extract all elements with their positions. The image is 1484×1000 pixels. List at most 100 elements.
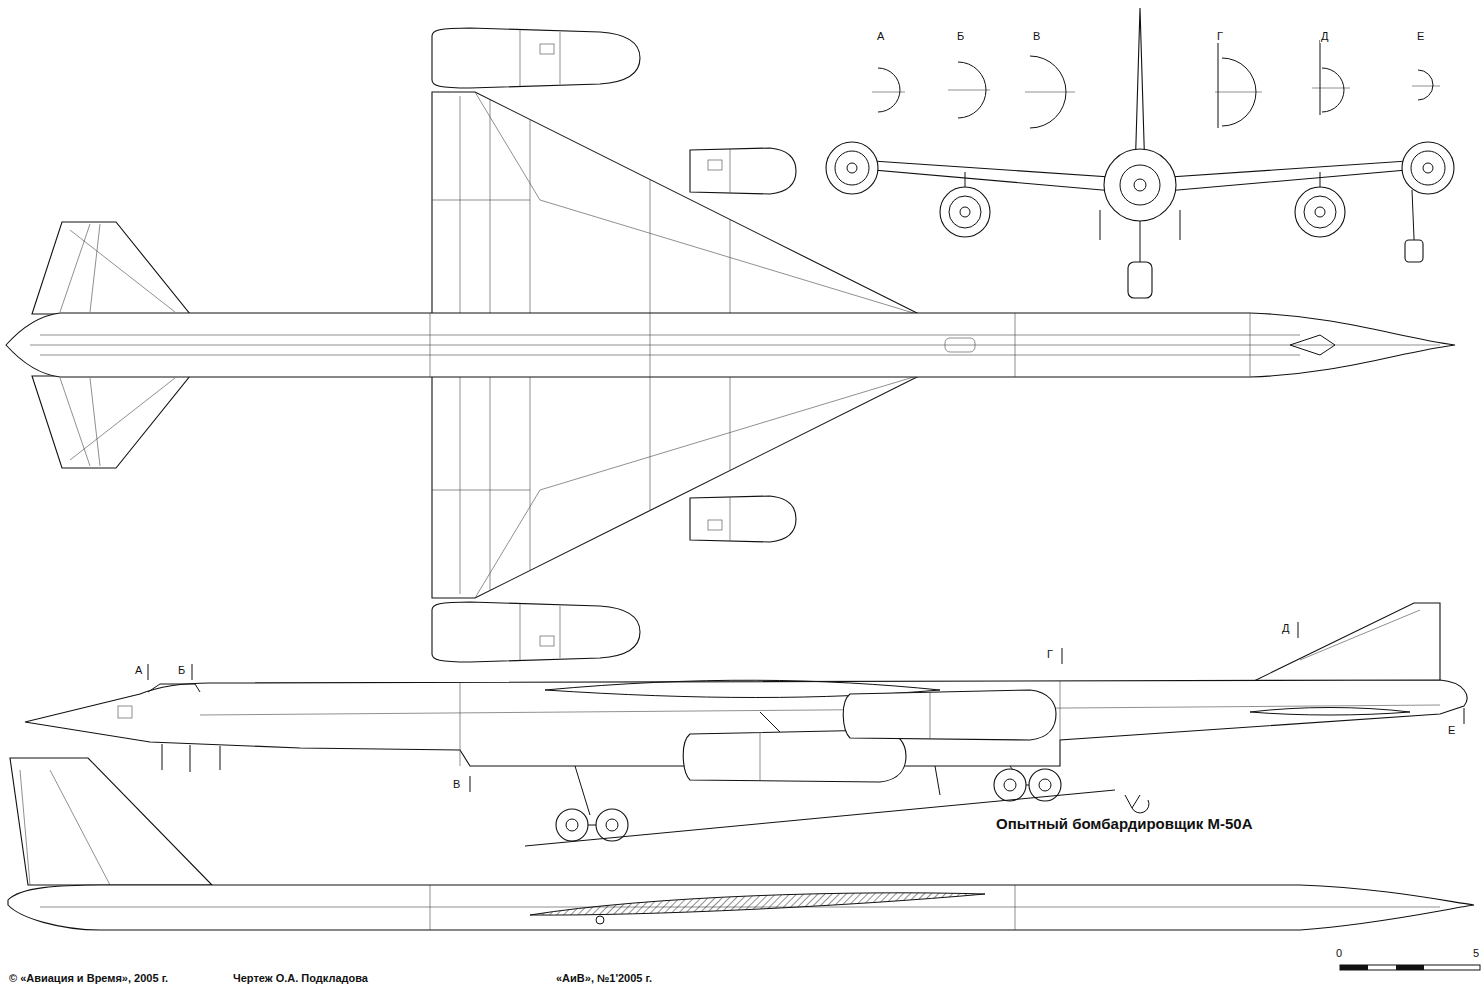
drawing-line	[566, 819, 578, 831]
drawing-line	[30, 345, 1440, 346]
drawing-line	[958, 62, 986, 118]
drawing-line	[50, 770, 110, 885]
plan-view	[6, 28, 1455, 662]
drawing-line	[1396, 965, 1424, 970]
drawing-line	[948, 90, 990, 91]
drawing-line	[148, 684, 200, 692]
drawing-line	[1322, 68, 1344, 112]
drawing-title: Опытный бомбардировщик М-50А	[995, 815, 1254, 832]
drawing-line	[1298, 622, 1299, 638]
drawing-line	[960, 207, 970, 217]
drawing-line	[1411, 151, 1445, 185]
drawing-line	[575, 766, 590, 815]
drawing-line	[1125, 795, 1149, 813]
drawing-line	[190, 745, 191, 772]
drawing-line	[1134, 179, 1146, 191]
drawing-line	[1030, 56, 1066, 128]
section-letter: В	[1032, 30, 1041, 43]
engine-intake	[826, 142, 1454, 237]
drawing-line	[32, 368, 935, 662]
drawing-line	[430, 885, 431, 930]
drawing-line	[1304, 196, 1336, 228]
drawing-line	[8, 885, 1474, 930]
drawing-line	[460, 683, 461, 766]
section-marker: Б	[177, 664, 186, 677]
drawing-line	[1295, 187, 1345, 237]
drawing-line	[1039, 779, 1051, 791]
drawing-line	[760, 732, 761, 781]
drawing-line	[1252, 603, 1440, 682]
side-view-upper-surface	[8, 758, 1474, 930]
drawing-line	[1250, 313, 1251, 377]
section-letter: А	[876, 30, 885, 43]
side-view	[25, 603, 1467, 846]
drawing-line	[835, 151, 869, 185]
drawing-line	[1015, 313, 1016, 377]
drawing-line	[162, 744, 163, 770]
issue-credit: «АиВ», №1'2005 г.	[555, 972, 653, 985]
drawing-line	[1060, 681, 1061, 740]
cross-sections	[872, 40, 1440, 128]
drawing-line	[1402, 142, 1454, 194]
drawing-line	[1315, 207, 1325, 217]
drawing-line	[1104, 149, 1176, 221]
copyright-note: © «Авиация и Время», 2005 г.	[8, 972, 169, 985]
drawing-line	[650, 313, 651, 377]
drawing-line	[1100, 210, 1101, 240]
drawing-line	[20, 770, 30, 885]
section-marker: Е	[1447, 724, 1456, 737]
drawing-line	[148, 664, 149, 680]
scale-number: 5	[1472, 947, 1480, 960]
drawing-line	[1418, 70, 1433, 100]
drawing-line	[1120, 165, 1160, 205]
drawing-line	[949, 196, 981, 228]
front-view	[826, 8, 1454, 298]
drawing-line	[843, 690, 1056, 740]
drawing-line	[1218, 40, 1219, 128]
section-marker: В	[452, 778, 461, 791]
drawing-line	[430, 313, 431, 377]
drawing-line	[1464, 708, 1465, 724]
scale-number: 0	[1335, 947, 1343, 960]
drawing-line	[1015, 885, 1016, 930]
drawing-line	[1180, 210, 1181, 240]
drawing-line	[596, 916, 604, 924]
scale-bar	[1340, 965, 1480, 970]
drawing-line	[470, 776, 471, 792]
drawing-line	[6, 313, 1455, 377]
drawing-line	[945, 338, 975, 352]
section-letter: Д	[1320, 30, 1329, 43]
drawing-line	[1290, 335, 1335, 355]
drawing-line	[530, 893, 985, 915]
drawing-line	[1423, 163, 1433, 173]
drawing-line	[200, 705, 1440, 715]
drawing-line	[10, 758, 212, 885]
drawing-line	[1222, 58, 1256, 126]
drawing-line	[1004, 779, 1016, 791]
drawing-line	[1340, 965, 1368, 970]
drawing-line	[878, 68, 900, 112]
drawing-line	[826, 142, 878, 194]
drawing-line	[760, 712, 780, 732]
drawing-line	[935, 766, 940, 795]
section-letter: Б	[956, 30, 965, 43]
drawing-line	[1250, 708, 1410, 716]
drawing-line	[40, 355, 1300, 356]
drawing-line	[1412, 86, 1440, 87]
drawing-line	[40, 335, 1300, 336]
drawing-line	[1320, 40, 1321, 115]
drawing-line	[556, 809, 588, 841]
drawing-line	[930, 692, 931, 739]
drawing-line	[1300, 610, 1420, 660]
section-marker: Г	[1046, 648, 1054, 661]
drawing-line	[1215, 92, 1262, 93]
section-marker: Д	[1281, 622, 1290, 635]
drawing-line	[940, 187, 990, 237]
drawing-line	[192, 664, 193, 680]
drawing-line	[606, 819, 618, 831]
author-credit: Чертеж О.А. Подкладова	[232, 972, 369, 985]
drawing-line	[994, 769, 1026, 801]
drawing-line	[220, 746, 221, 770]
